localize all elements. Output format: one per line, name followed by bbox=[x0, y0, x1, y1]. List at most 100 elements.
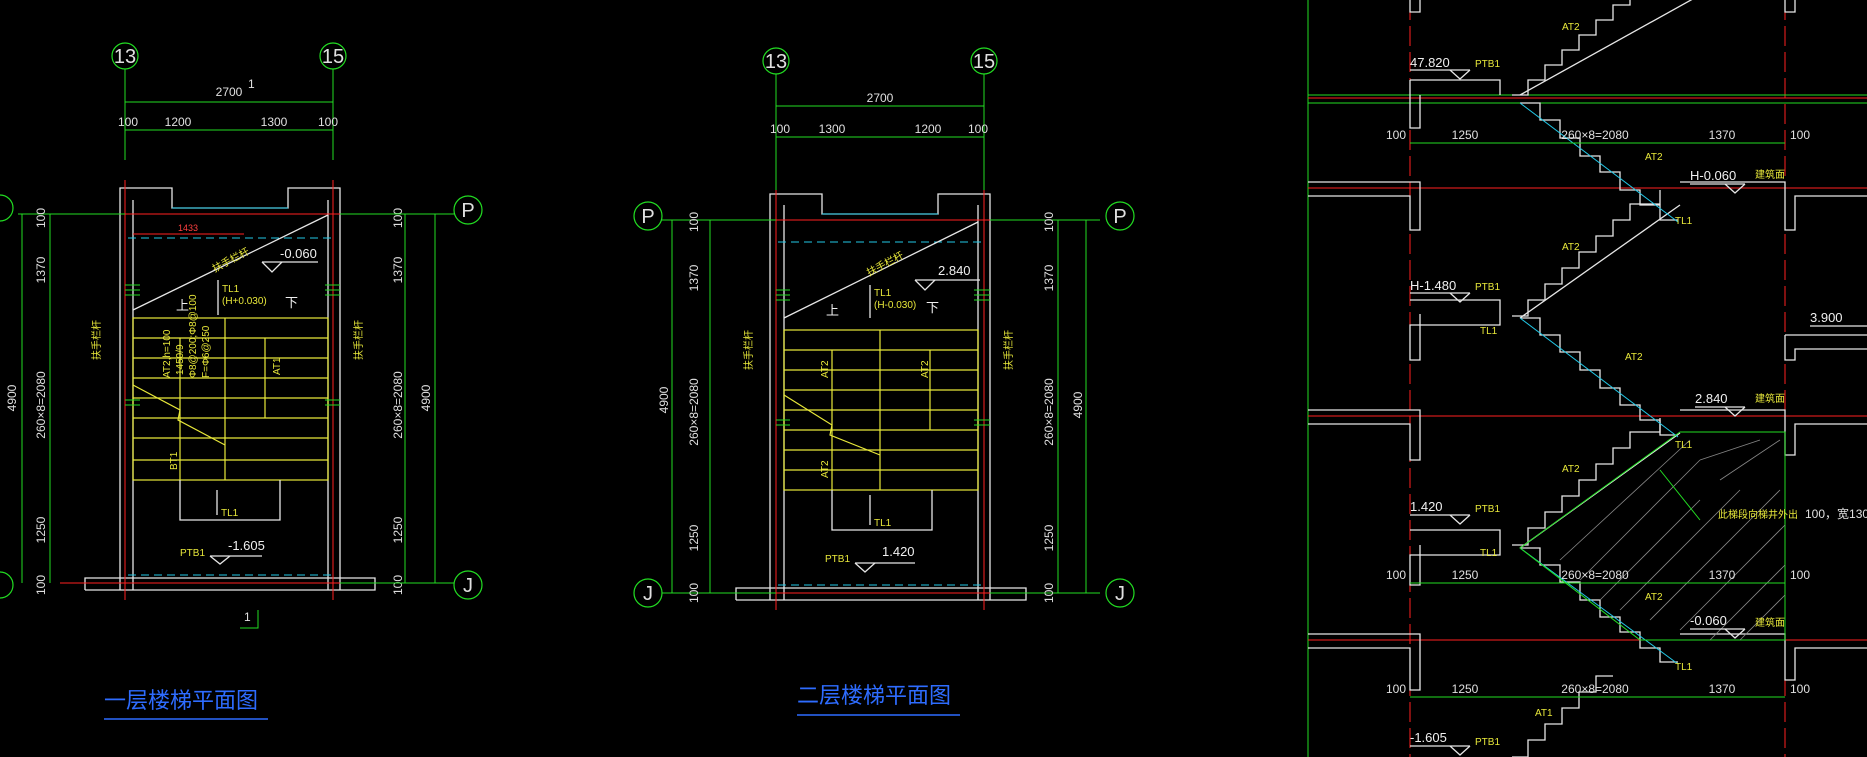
rail-label: 扶手栏杆 bbox=[90, 320, 103, 360]
dim-side: 100 bbox=[687, 583, 701, 603]
stair-note: Φ8@200;Φ8@100 bbox=[188, 294, 199, 378]
axis-label: J bbox=[1115, 583, 1125, 605]
beam-label: TL1 bbox=[1675, 216, 1693, 227]
level-top: 2.840 bbox=[938, 263, 971, 278]
rail-label: 扶手栏杆 bbox=[1002, 330, 1015, 370]
beam-level: (H+0.030) bbox=[222, 296, 267, 307]
axis-label: P bbox=[461, 200, 474, 222]
dim-side: 100 bbox=[687, 212, 701, 232]
dim-total: 2700 bbox=[867, 91, 894, 105]
dim-part: 100 bbox=[118, 115, 138, 129]
stair-label: AT2 bbox=[1645, 592, 1663, 603]
dim-side: 100 bbox=[1042, 583, 1056, 603]
beam-label: TL1 bbox=[1480, 326, 1498, 337]
rail-note: 扶手栏杆 bbox=[864, 249, 905, 279]
level: -1.605 bbox=[1410, 730, 1447, 745]
section-note: 此梯段向梯井外出 bbox=[1718, 508, 1798, 521]
dim-part: 100 bbox=[318, 115, 338, 129]
dim-part: 1300 bbox=[261, 115, 288, 129]
stair-label: AT2 bbox=[1562, 22, 1580, 33]
dim-side: 1370 bbox=[391, 256, 405, 283]
dim-side-total: 4900 bbox=[657, 386, 671, 413]
level-top: -0.060 bbox=[280, 246, 317, 261]
axis-label: J bbox=[463, 575, 473, 597]
dim-row: 100 bbox=[1790, 568, 1810, 582]
slab-label: PTB1 bbox=[825, 554, 850, 565]
dim-part: 100 bbox=[968, 122, 988, 136]
dim-side: 1250 bbox=[391, 516, 405, 543]
axis-bubble-15 bbox=[319, 42, 347, 70]
beam-label: TL1 bbox=[1675, 440, 1693, 451]
dim-side: 100 bbox=[391, 575, 405, 595]
beam-label: TL1 bbox=[222, 284, 240, 295]
dim-part: 100 bbox=[770, 122, 790, 136]
dim-row: 260×8=2080 bbox=[1561, 682, 1629, 696]
slab-label: PTB1 bbox=[1475, 282, 1500, 293]
level: H-1.480 bbox=[1410, 278, 1456, 293]
dim-side-total: 4900 bbox=[1071, 391, 1085, 418]
up-label: 上 bbox=[826, 303, 839, 318]
dim-row: 100 bbox=[1386, 568, 1406, 582]
stair-label: AT1 bbox=[272, 357, 283, 375]
axis-bubble-13 bbox=[111, 42, 139, 70]
dim-row: 260×8=2080 bbox=[1561, 128, 1629, 142]
dim-part: 1200 bbox=[165, 115, 192, 129]
section-mark: 1 bbox=[248, 77, 255, 91]
level: 3.900 bbox=[1810, 310, 1843, 325]
dim-side: 100 bbox=[1042, 212, 1056, 232]
stair-label: AT2 bbox=[1562, 242, 1580, 253]
axis-label: J bbox=[643, 583, 653, 605]
dim-row: 1370 bbox=[1709, 682, 1736, 696]
dim-row: 100 bbox=[1790, 128, 1810, 142]
dim-side: 1370 bbox=[34, 256, 48, 283]
level-bottom: -1.605 bbox=[228, 538, 265, 553]
dim-total: 2700 bbox=[216, 85, 243, 99]
dim-row: 100 bbox=[1386, 128, 1406, 142]
dim-side-total: 4900 bbox=[5, 384, 19, 411]
stair-label: AT2 bbox=[1645, 152, 1663, 163]
dim-side: 100 bbox=[34, 208, 48, 228]
stair-label: AT2 bbox=[1625, 352, 1643, 363]
slab-label: PTB1 bbox=[180, 548, 205, 559]
stair-label: AT2 bbox=[1562, 464, 1580, 475]
plan-title: 二层楼梯平面图 bbox=[797, 683, 951, 708]
stair-label: AT2 bbox=[920, 360, 931, 378]
dim-row: 1370 bbox=[1709, 568, 1736, 582]
finish-label: 建筑面 bbox=[1755, 616, 1785, 629]
beam-label: TL1 bbox=[874, 518, 892, 529]
dim-row: 1370 bbox=[1709, 128, 1736, 142]
beam-label: TL1 bbox=[1480, 548, 1498, 559]
dim-row: 1250 bbox=[1452, 128, 1479, 142]
rail-label: 扶手栏杆 bbox=[742, 330, 755, 370]
slab-label: PTB1 bbox=[1475, 504, 1500, 515]
slab-label: PTB1 bbox=[1475, 59, 1500, 70]
stair-label: AT2 bbox=[820, 360, 831, 378]
axis-label: P bbox=[1113, 206, 1126, 228]
dim-side: 260×8=2080 bbox=[1042, 378, 1056, 446]
dim-side: 1250 bbox=[687, 524, 701, 551]
stair-treads bbox=[783, 329, 979, 491]
stair-treads bbox=[132, 317, 329, 481]
dim-side: 260×8=2080 bbox=[687, 378, 701, 446]
stair-section: 100 1250 260×8=2080 1370 100 100 1250 26… bbox=[1307, 0, 1867, 757]
level: 1.420 bbox=[1410, 499, 1443, 514]
section-mark: 1 bbox=[244, 610, 251, 624]
hatch bbox=[1559, 439, 1786, 641]
down-label: 下 bbox=[926, 300, 939, 315]
plan-1: 13 15 2700 1 100 1200 1300 100 1433 扶手栏杆… bbox=[0, 42, 483, 720]
level: 47.820 bbox=[1410, 55, 1450, 70]
stair-label: AT2 bbox=[820, 460, 831, 478]
red-dim: 1433 bbox=[178, 223, 198, 233]
dim-side: 1250 bbox=[34, 516, 48, 543]
axis-label: P bbox=[641, 206, 654, 228]
dim-side: 1370 bbox=[1042, 264, 1056, 291]
rail-label: 扶手栏杆 bbox=[352, 320, 365, 360]
dim-part: 1200 bbox=[915, 122, 942, 136]
dim-side-total: 4900 bbox=[419, 384, 433, 411]
beam-label: TL1 bbox=[1675, 662, 1693, 673]
dim-side: 100 bbox=[391, 208, 405, 228]
dim-side: 1370 bbox=[687, 264, 701, 291]
level-bottom: 1.420 bbox=[882, 544, 915, 559]
bt-label: BT1 bbox=[169, 451, 180, 470]
